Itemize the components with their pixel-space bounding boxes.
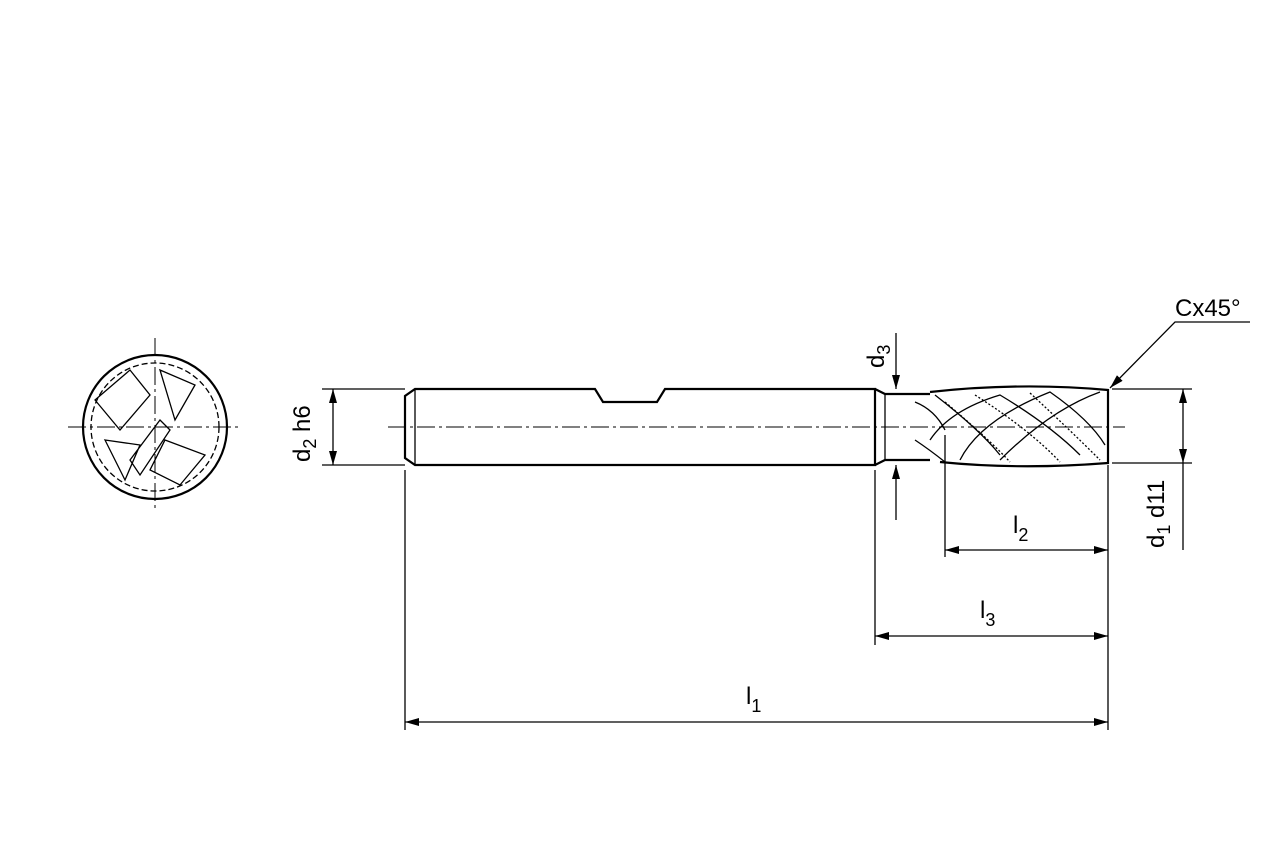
chamfer-callout: Cx45° — [1109, 295, 1250, 389]
svg-text:d2 h6: d2 h6 — [289, 405, 320, 462]
dimension-d2: d2 h6 — [289, 388, 405, 466]
svg-text:d1 d11: d1 d11 — [1143, 480, 1174, 548]
tool-body — [388, 385, 1125, 468]
dimension-d3: d3 — [863, 333, 900, 520]
dimension-lengths: l2 l3 l1 — [404, 435, 1109, 730]
svg-text:d3: d3 — [863, 345, 894, 368]
label-l2: l2 — [1013, 512, 1028, 545]
label-l3: l3 — [980, 597, 995, 630]
end-view — [68, 338, 242, 512]
svg-text:Cx45°: Cx45° — [1175, 295, 1241, 322]
dimension-d1: d1 d11 — [1112, 388, 1192, 550]
label-l1: l1 — [746, 683, 761, 716]
